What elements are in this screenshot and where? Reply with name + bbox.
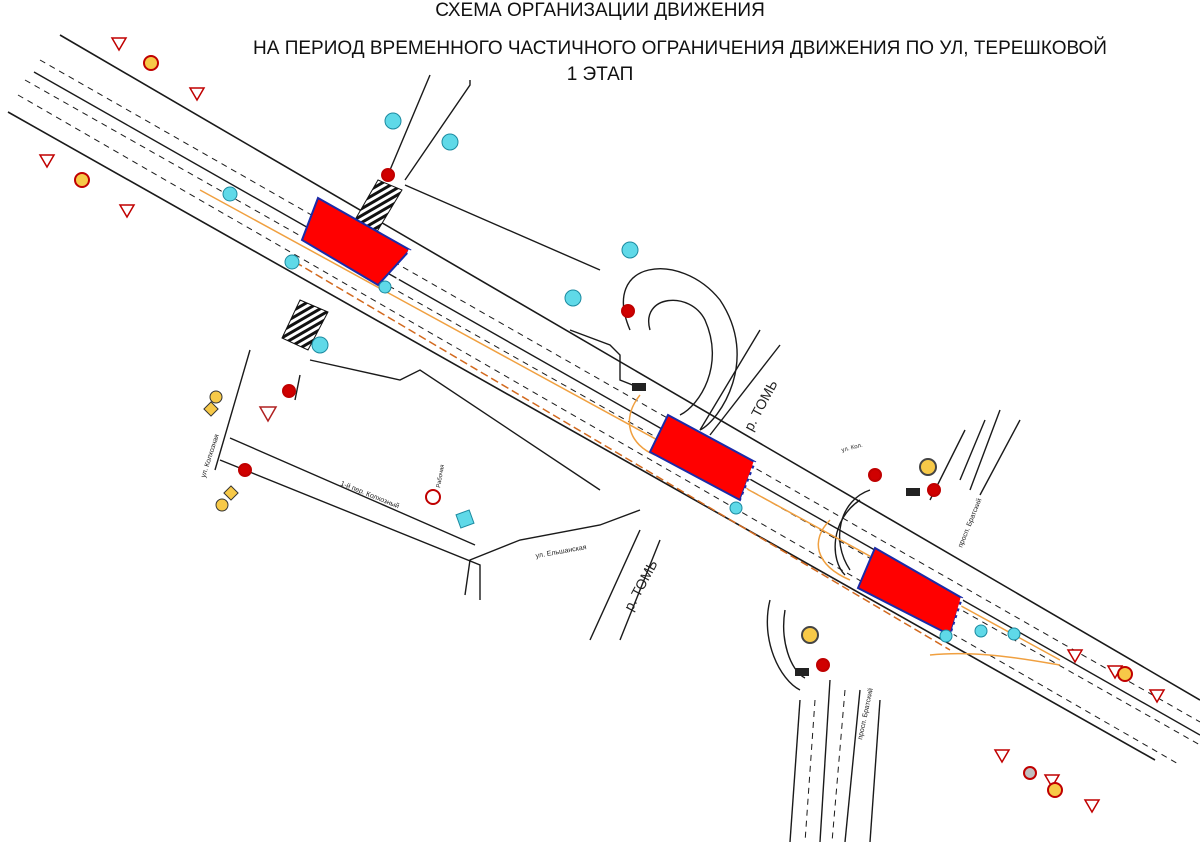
diagram-title-line3: 1 ЭТАП xyxy=(566,64,634,85)
work-zone-2 xyxy=(648,413,757,502)
traffic-lights xyxy=(632,383,920,676)
river-label-north: р. ТОМЬ xyxy=(741,377,781,433)
sign-label: Рабочая xyxy=(436,464,446,488)
street-label-pereulok: 1-й пер. Колхозный xyxy=(339,479,400,510)
main-road xyxy=(7,34,1200,766)
street-label-small: ул. Кол. xyxy=(841,442,864,453)
street-label-kolhoznaya: ул. Колхозная xyxy=(200,433,221,478)
diagram-title-line2: НА ПЕРИОД ВРЕМЕННОГО ЧАСТИЧНОГО ОГРАНИЧЕ… xyxy=(253,38,1107,59)
round-signs xyxy=(74,55,1133,798)
river-label-south: р. ТОМЬ xyxy=(621,557,661,613)
street-label-elshanskaya: ул. Ельшанская xyxy=(535,544,587,560)
work-zones xyxy=(300,196,964,637)
warning-signs xyxy=(38,37,1166,814)
priority-signs xyxy=(203,390,239,512)
street-label-prospect-north: просп. Братский xyxy=(956,497,983,549)
work-zone-1 xyxy=(300,196,412,287)
diagram-title-line1: СХЕМА ОРГАНИЗАЦИИ ДВИЖЕНИЯ xyxy=(435,0,765,21)
info-signs xyxy=(222,112,1021,643)
side-streets xyxy=(214,74,1021,842)
street-labels: р. ТОМЬ р. ТОМЬ ул. Колхозная 1-й пер. К… xyxy=(200,377,983,740)
